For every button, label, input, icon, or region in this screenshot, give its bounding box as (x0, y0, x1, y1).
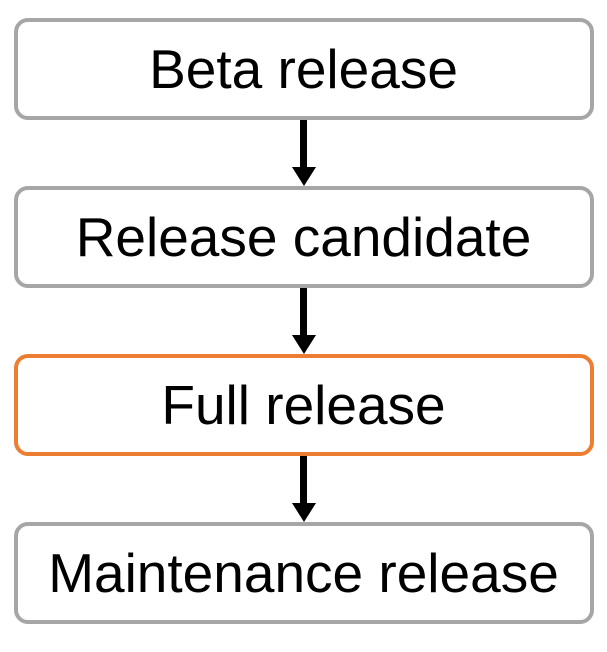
arrow-head (291, 503, 316, 522)
arrow-shaft (300, 456, 307, 503)
arrow-down-icon (291, 120, 316, 186)
arrow-shaft (300, 120, 307, 167)
flow-node-label: Release candidate (75, 205, 532, 268)
flow-node-full-release: Full release (13, 354, 594, 456)
flow-node-release-candidate: Release candidate (13, 186, 594, 288)
arrow-shaft (300, 288, 307, 335)
flow-node-label: Maintenance release (48, 541, 559, 604)
arrow-head (291, 335, 316, 354)
flow-node-label: Full release (161, 373, 446, 436)
flow-node-beta-release: Beta release (13, 18, 594, 120)
release-flowchart: Beta release Release candidate Full rele… (13, 18, 594, 624)
arrow-head (291, 167, 316, 186)
arrow-down-icon (291, 288, 316, 354)
flow-node-label: Beta release (149, 37, 458, 100)
arrow-down-icon (291, 456, 316, 522)
flow-node-maintenance-release: Maintenance release (13, 522, 594, 624)
